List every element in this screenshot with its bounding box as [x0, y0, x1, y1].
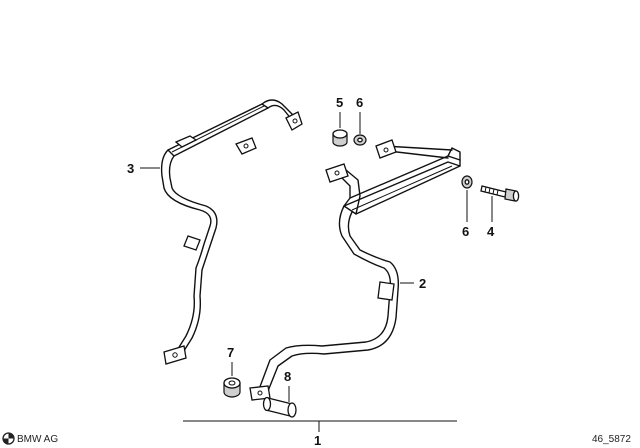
bolt-part-4 [480, 185, 520, 202]
callout-6-bottom: 6 [462, 224, 469, 239]
bracket-left-part-3 [160, 99, 303, 365]
callout-5: 5 [336, 95, 343, 110]
bmw-logo: BMW AG [2, 432, 58, 445]
washer-part-6-right [461, 175, 473, 189]
callout-1: 1 [314, 433, 321, 448]
bracket-right-part-2 [249, 139, 461, 401]
callout-2: 2 [419, 276, 426, 291]
bushing-part-8 [262, 396, 297, 418]
leader-lines [140, 112, 493, 432]
callout-6-top: 6 [356, 95, 363, 110]
diagram-code: 46_5872 [592, 434, 631, 445]
bmw-roundel-icon [2, 432, 15, 445]
callout-4: 4 [487, 224, 495, 239]
callout-8: 8 [284, 369, 291, 384]
callout-7: 7 [227, 345, 234, 360]
washer-part-6-top [353, 134, 367, 146]
spacer-part-7 [223, 377, 241, 398]
callout-3: 3 [127, 161, 134, 176]
brand-text: BMW AG [17, 434, 58, 445]
nut-part-5 [332, 129, 348, 147]
